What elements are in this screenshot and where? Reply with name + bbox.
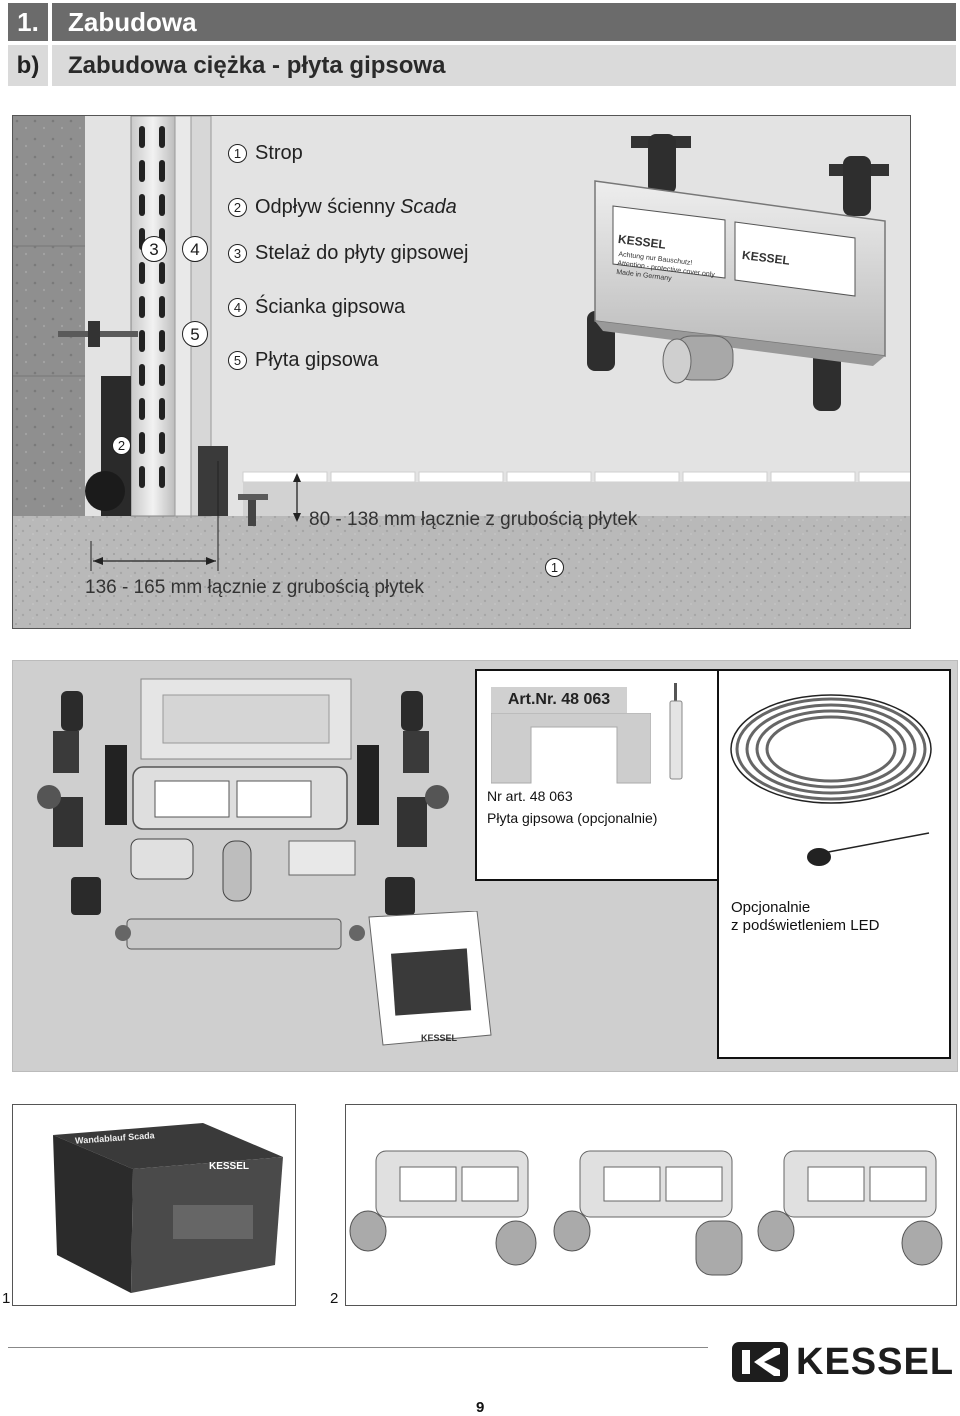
led-option-line-1: Opcjonalnie	[731, 899, 811, 916]
kessel-logo-icon	[732, 1342, 788, 1382]
legend-item-4: 4 Ścianka gipsowa	[228, 296, 405, 319]
kit-parts-illustration	[37, 678, 449, 950]
installation-diagram: KESSEL Achtung nur Bauschutz! Attention …	[12, 115, 911, 629]
page-number: 9	[476, 1399, 485, 1416]
kit-contents: KESSEL Art.Nr. 48 063 Nr art. 48 063 Pły…	[12, 660, 958, 1072]
box-brand: KESSEL	[209, 1161, 250, 1172]
legend-item-1: 1 Strop	[228, 142, 303, 165]
optional-led-box: Opcjonalnie z podświetleniem LED	[717, 669, 951, 1059]
legend-item-2: 2 Odpływ ścienny Scada	[228, 196, 457, 219]
callout-number: 5	[228, 351, 247, 370]
dimension-vertical: 80 - 138 mm łącznie z grubością płytek	[309, 509, 638, 530]
callout-number: 2	[228, 198, 247, 217]
legend-text: Płyta gipsowa	[255, 349, 379, 371]
kessel-logo-text: KESSEL	[796, 1340, 955, 1383]
manual-illustration	[368, 911, 492, 1046]
dimension-horizontal: 136 - 165 mm łącznie z grubością płytek	[85, 577, 424, 598]
legend-text: Stelaż do płyty gipsowej	[255, 242, 469, 264]
callout-4: 4	[182, 236, 208, 262]
footer-divider	[8, 1347, 708, 1348]
callout-number: 1	[228, 144, 247, 163]
callout-1: 1	[545, 558, 564, 577]
legend-item-5: 5 Płyta gipsowa	[228, 349, 378, 372]
packaging-illustration	[53, 1123, 283, 1293]
legend-text-italic: Scada	[400, 196, 457, 218]
subsection-title: Zabudowa ciężka - płyta gipsowa	[52, 45, 956, 86]
section-number: 1.	[8, 3, 48, 41]
led-cable-coil-illustration	[730, 694, 932, 866]
photo-label-1: 1	[2, 1290, 11, 1307]
packaging-photo: Wandablauf Scada KESSEL	[12, 1104, 296, 1306]
manual-brand: KESSEL	[421, 1033, 458, 1043]
legend-text: Ścianka gipsowa	[255, 296, 406, 318]
callout-2: 2	[112, 436, 131, 455]
legend-text: Strop	[255, 142, 303, 164]
gypsum-board-shape	[491, 713, 651, 784]
section-title: Zabudowa	[52, 3, 956, 41]
art-number: Art.Nr. 48 063	[491, 687, 627, 713]
callout-number: 4	[228, 298, 247, 317]
option-art-number: Nr art. 48 063	[487, 788, 573, 804]
footer-logo: KESSEL	[730, 1340, 954, 1384]
option-description: Płyta gipsowa (opcjonalnie)	[487, 810, 658, 826]
outlet-variants-photo	[345, 1104, 957, 1306]
legend-item-3: 3 Stelaż do płyty gipsowej	[228, 242, 468, 265]
outlet-variants-illustration	[349, 1150, 943, 1276]
photo-label-2: 2	[330, 1290, 339, 1307]
led-option-line-2: z podświetleniem LED	[731, 917, 880, 934]
callout-number: 3	[228, 244, 247, 263]
callout-5: 5	[182, 321, 208, 347]
subsection-number: b)	[8, 45, 48, 86]
callout-3: 3	[141, 236, 167, 262]
legend-text: Odpływ ścienny	[255, 196, 396, 218]
sealant-cartridge-icon	[669, 683, 683, 780]
optional-gypsum-board-box: Art.Nr. 48 063 Nr art. 48 063 Płyta gips…	[475, 669, 749, 881]
